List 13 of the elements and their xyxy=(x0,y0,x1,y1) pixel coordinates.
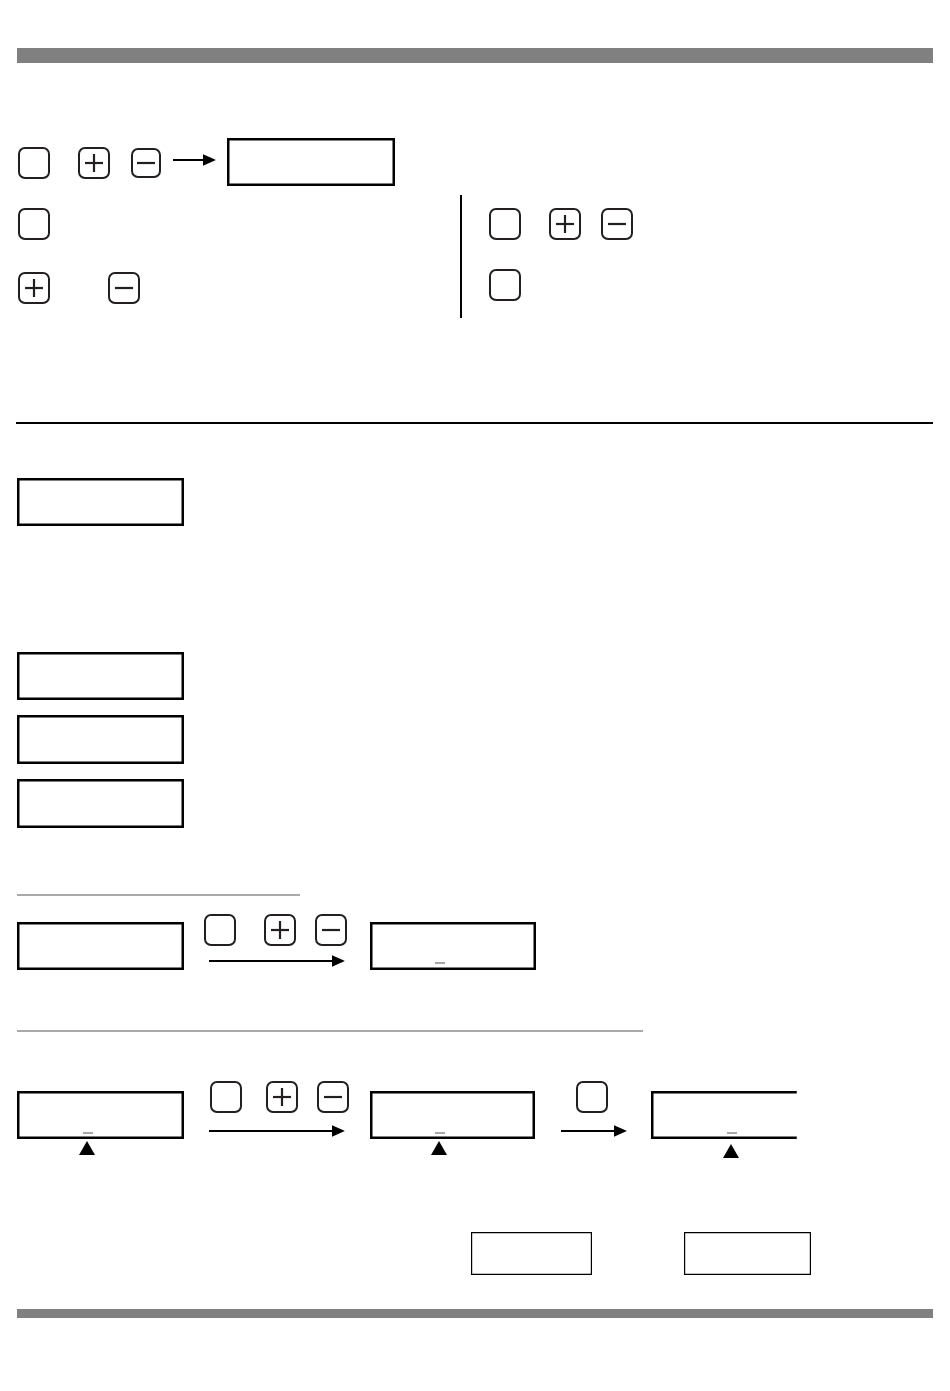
display-box xyxy=(684,1232,811,1275)
display-box xyxy=(471,1232,592,1275)
display-box xyxy=(17,478,184,526)
display-box xyxy=(17,779,184,828)
display-box xyxy=(17,715,184,764)
display-box xyxy=(370,922,536,970)
display-box xyxy=(370,1091,535,1139)
display-box xyxy=(17,1091,184,1139)
display-box xyxy=(651,1091,797,1139)
display-box xyxy=(17,922,184,970)
display-box xyxy=(227,138,395,186)
display-box xyxy=(17,652,184,700)
minus-button-icon xyxy=(131,148,161,178)
